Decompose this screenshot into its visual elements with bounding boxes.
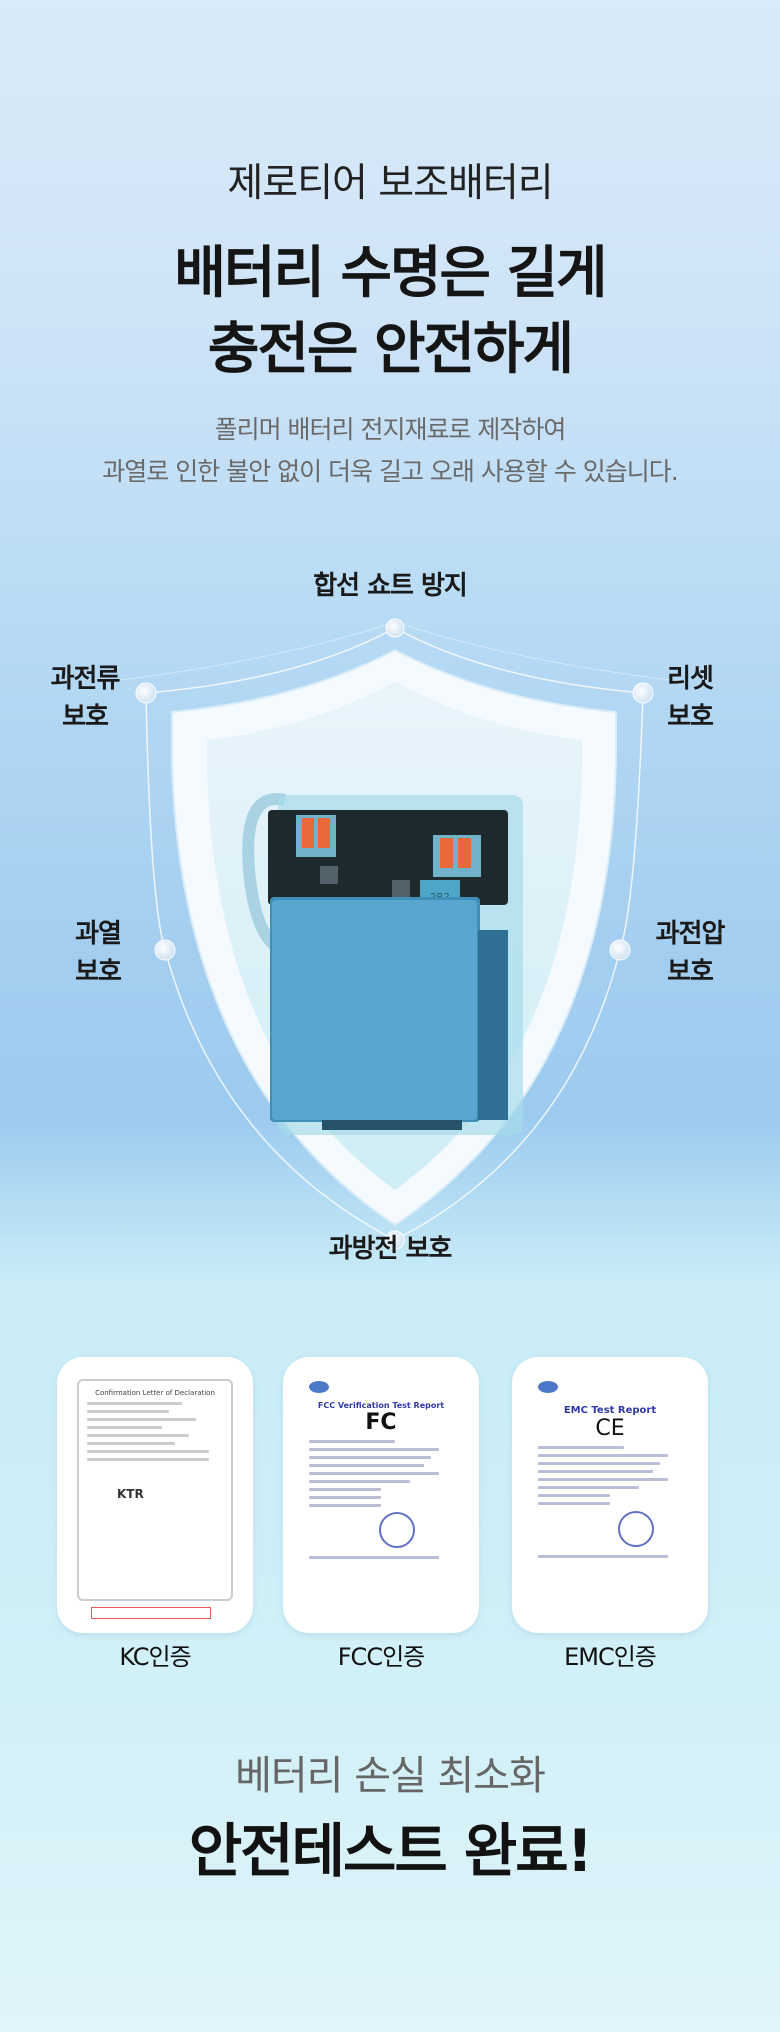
emc-caption: EMC인증 [564,1643,657,1671]
label-line: 리셋 [667,664,714,694]
doc-title: EMC Test Report [563,1405,657,1416]
label-overdischarge: 과방전 보호 [328,1234,453,1264]
shield-illustration: 2R2 [119,618,671,1250]
label-line: 과전류 [50,664,121,694]
red-stamp-box [91,1607,211,1619]
description-line-1: 폴리머 배터리 전지재료로 제작하여 [214,415,567,444]
fcc-certificate-card[interactable]: FCC Verification Test Report FC [283,1357,479,1633]
label-line: 과열 [75,919,122,949]
description-line-2: 과열로 인한 불안 없이 더욱 길고 오래 사용할 수 있습니다. [102,457,678,486]
fcc-caption: FCC인증 [337,1643,425,1671]
protection-nodes [135,618,654,1250]
kc-caption: KC인증 [119,1643,191,1671]
footer-headline: 안전테스트 완료! [188,1817,593,1885]
label-line: 과전압 [655,919,726,949]
product-subtitle: 제로티어 보조배터리 [227,161,553,206]
kc-certificate-card[interactable]: Confirmation Letter of Declaration KTR [57,1357,253,1633]
label-short-circuit: 합선 쇼트 방지 [313,571,468,601]
emc-certificate-card[interactable]: EMC Test Report CE [512,1357,708,1633]
label-line: 보호 [75,957,122,987]
power-bank-board-image: 2R2 [242,793,523,1135]
label-line: 보호 [667,957,714,987]
headline-line-2: 충전은 안전하게 [207,317,574,382]
headline-line-1: 배터리 수명은 길게 [174,241,607,306]
doc-title: FCC Verification Test Report [317,1401,445,1410]
ktr-logo: KTR [117,1487,144,1501]
fc-logo: FC [365,1410,397,1435]
ce-logo: CE [595,1416,625,1441]
doc-title: Confirmation Letter of Declaration [95,1389,215,1397]
footer-subtitle: 베터리 손실 최소화 [235,1753,546,1799]
label-line: 보호 [667,702,714,732]
label-line: 보호 [62,702,109,732]
